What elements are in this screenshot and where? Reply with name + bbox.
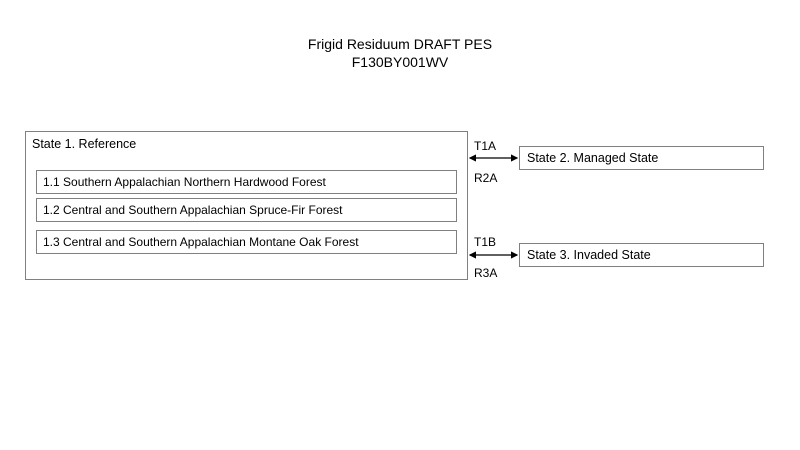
community-phase-1-3: 1.3 Central and Southern Appalachian Mon… [36, 230, 457, 254]
community-phase-1-2: 1.2 Central and Southern Appalachian Spr… [36, 198, 457, 222]
diagram-title: Frigid Residuum DRAFT PES [307, 36, 493, 52]
state-3-box: State 3. Invaded State [519, 243, 764, 267]
transition-label-t1a: T1A [474, 139, 497, 153]
community-phase-1-1: 1.1 Southern Appalachian Northern Hardwo… [36, 170, 457, 194]
state-1-label: State 1. Reference [32, 137, 137, 151]
transition-label-t1b: T1B [474, 235, 497, 249]
transition-label-r3a: R3A [474, 266, 498, 280]
state-2-box: State 2. Managed State [519, 146, 764, 170]
transition-label-r2a: R2A [474, 171, 498, 185]
diagram-code: F130BY001WV [351, 54, 449, 70]
